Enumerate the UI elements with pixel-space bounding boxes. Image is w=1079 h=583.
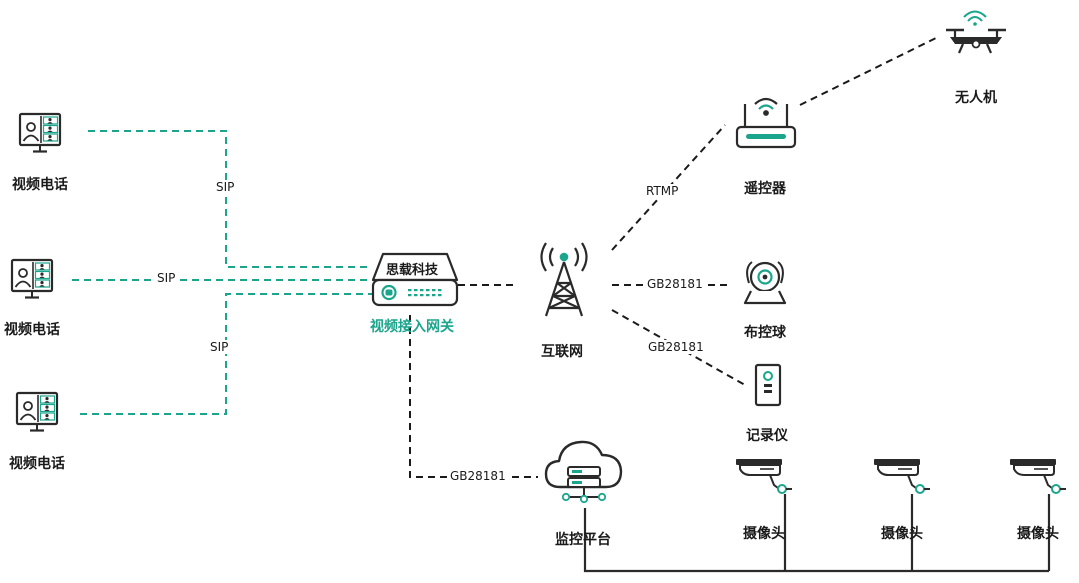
gateway-device-icon [371,252,459,307]
ptz-dome-camera-icon [743,261,787,305]
internet-label: 互联网 [541,344,583,360]
phone-1-label: 视频电话 [12,177,68,193]
gateway-label: 视频接入网关 [370,319,454,335]
gateway-platform-link [409,315,538,478]
video-phone-icon [10,258,54,299]
gb-platform-edge-label: GB28181 [447,469,509,483]
platform-camera-bus [583,508,1049,573]
ptz-label: 布控球 [744,325,786,341]
connections [72,37,1051,573]
rtmp-edge-label: RTMP [643,184,682,198]
wireless-router-icon [735,97,797,149]
camera-2-label: 摄像头 [881,526,923,542]
sip-bottom-edge-label: SIP [207,340,232,354]
sip-link-bottom [80,293,372,415]
sip-link-top [88,130,372,268]
cctv-camera-icon [1009,458,1067,494]
cctv-camera-icon [735,458,793,494]
phone-2-label: 视频电话 [4,322,60,338]
camera-3-label: 摄像头 [1017,526,1059,542]
drone-label: 无人机 [955,90,997,106]
cloud-server-icon [544,440,623,504]
platform-label: 监控平台 [555,532,611,548]
recorder-label: 记录仪 [746,428,788,444]
cctv-camera-icon [873,458,931,494]
sip-middle-edge-label: SIP [154,271,179,285]
body-camera-icon [754,363,782,407]
video-phone-icon [18,112,62,153]
gateway-device-text: 思载科技 [386,263,439,278]
remote-drone-link [799,37,937,106]
remote-label: 遥控器 [744,181,786,197]
camera-1-label: 摄像头 [743,526,785,542]
gb-ptz-edge-label: GB28181 [644,277,706,291]
transmission-tower-icon [540,242,588,317]
gb-recorder-edge-label: GB28181 [645,340,707,354]
drone-icon [946,10,1006,54]
phone-3-label: 视频电话 [9,456,65,472]
sip-top-edge-label: SIP [213,180,238,194]
video-phone-icon [15,391,59,432]
